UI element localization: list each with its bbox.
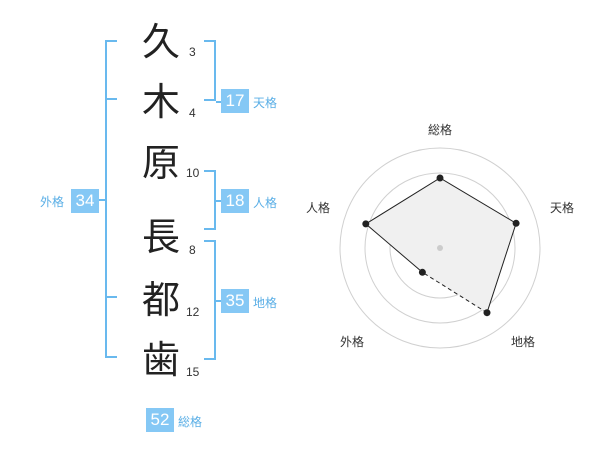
jinkaku-value: 18 <box>221 189 249 213</box>
name-char-5: 都 <box>141 278 180 322</box>
radar-point <box>418 268 426 276</box>
radar-point <box>362 220 370 228</box>
gaikaku-value: 34 <box>71 189 99 213</box>
name-char-6: 歯 <box>141 338 180 382</box>
radar-axis-label-chikaku: 地格 <box>511 334 535 349</box>
jinkaku-label: 人格 <box>253 196 278 210</box>
soukaku-label: 総格 <box>178 415 203 429</box>
radar-point <box>436 174 444 182</box>
stroke-count-4: 8 <box>189 243 196 257</box>
chikaku-value: 35 <box>221 289 249 313</box>
gaikaku-label: 外格 <box>40 195 65 209</box>
radar-point <box>483 309 491 317</box>
radar-axis-label-tenkaku: 天格 <box>550 200 574 215</box>
tenkaku-value: 17 <box>221 89 249 113</box>
radar-axis-label-jinkaku: 人格 <box>306 200 330 215</box>
radar-ring <box>339 147 541 349</box>
radar-ring <box>364 172 516 324</box>
stroke-count-6: 15 <box>186 365 200 379</box>
soukaku-value: 52 <box>146 408 174 432</box>
radar-point <box>512 219 520 227</box>
stroke-count-1: 3 <box>189 45 196 59</box>
chikaku-label: 地格 <box>253 296 278 310</box>
name-char-2: 木 <box>141 80 180 124</box>
name-char-3: 原 <box>141 141 180 185</box>
stroke-count-2: 4 <box>189 106 196 120</box>
radar-score-outline-dashed <box>422 271 488 314</box>
name-char-1: 久 <box>141 20 180 64</box>
radar-axis-label-gaikaku: 外格 <box>340 334 364 349</box>
radar-axis-label-soukaku: 総格 <box>428 122 452 137</box>
tenkaku-label: 天格 <box>253 96 278 110</box>
stroke-count-5: 12 <box>186 305 200 319</box>
stroke-count-3: 10 <box>186 166 200 180</box>
name-char-4: 長 <box>141 215 180 259</box>
radar-center-dot <box>437 245 443 251</box>
radar-points <box>362 174 520 317</box>
